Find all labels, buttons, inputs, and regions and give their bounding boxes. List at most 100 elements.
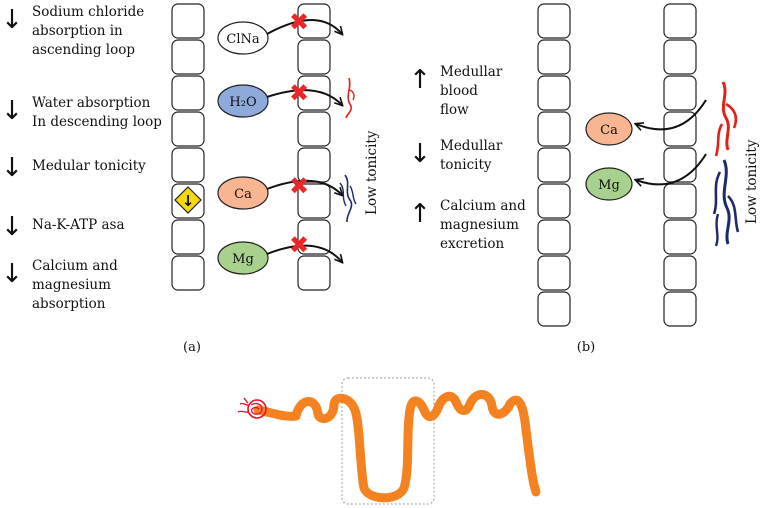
panel-b-left-wall-cell (537, 39, 571, 75)
panel-a: ↓ Sodium chloride absorption in ascending l… (1, 3, 380, 355)
blocked-x-icon: ✖ (289, 231, 309, 259)
ion-ellipse (217, 176, 269, 210)
panel-a-artery-icon (345, 77, 355, 119)
ion-label: ClNa (226, 32, 259, 47)
panel-b-left-wall-cell (537, 183, 571, 219)
panel-b-left-wall-cell (537, 291, 571, 327)
transport-arrow (636, 153, 707, 184)
panel-a-effects-list: ↓ Sodium chloride absorption in ascending l… (1, 4, 162, 312)
panel-a-caption: (a) (183, 340, 201, 355)
glomerulus-icon (237, 397, 267, 419)
panel-a-ions: ClNa ✖ H₂O ✖ Ca✖ Mg ✖ (217, 8, 342, 275)
panel-a-effect-line: Na-K-ATP asa (32, 217, 125, 233)
panel-a-left-wall-cell (171, 39, 205, 75)
panel-a-left-wall-cell (171, 3, 205, 39)
ion-label: Mg (598, 178, 620, 193)
loop-highlight-box (341, 377, 435, 505)
panel-a-right-wall-cell (297, 255, 331, 291)
panel-b-left-wall-cell (537, 147, 571, 183)
panel-a-left-wall-cell (171, 75, 205, 111)
panel-a-ion-clna: ClNa ✖ (217, 8, 342, 55)
panel-a-right-wall-cell (297, 39, 331, 75)
panel-b-artery-icon (714, 81, 738, 157)
panel-a-ion-ca: Ca✖ (217, 172, 342, 210)
ion-label: H₂O (229, 95, 256, 110)
arrow-down-icon: ↓ (1, 259, 23, 289)
panel-b-left-wall-cell (537, 219, 571, 255)
panel-a-right-wall-cell (297, 75, 331, 111)
panel-b-caption: (b) (577, 340, 595, 355)
panel-a-left-wall-cell (171, 255, 205, 291)
panel-a-effect-line: ascending loop (32, 42, 135, 58)
arrow-down-icon: ↓ (1, 96, 23, 126)
ion-ellipse (585, 112, 633, 146)
panel-a-right-wall-cell (297, 183, 331, 219)
panel-b-effect-line: Medullar (440, 64, 503, 80)
nephron-illustration (237, 377, 541, 505)
transport-arrow (266, 89, 342, 105)
panel-a-effect-line: absorption in (32, 23, 123, 39)
panel-b-right-wall-cell (663, 291, 697, 327)
panel-a-effect-item: ↓ Sodium chloride absorption in ascending l… (1, 4, 144, 58)
panel-b: ↑Medullarbloodflow↓Medullartonicity↑Calc… (409, 3, 760, 355)
arrow-down-icon: ↓ (409, 139, 431, 169)
panel-b-left-wall-cell (537, 3, 571, 39)
panel-b-effect-line: tonicity (440, 157, 492, 173)
panel-a-effect-line: In descending loop (32, 114, 162, 130)
panel-b-right-wall-cell (663, 39, 697, 75)
arrow-up-icon: ↑ (409, 199, 431, 229)
ion-label: Mg (232, 252, 254, 267)
panel-a-vein-icon (339, 174, 357, 223)
panel-b-right-wall-cell (663, 255, 697, 291)
panel-a-ion-ho: H₂O ✖ (217, 79, 342, 118)
panel-b-low-tonicity-label: Low tonicity (744, 139, 760, 224)
ion-ellipse (217, 21, 269, 55)
panel-b-right-wall-cell (663, 147, 697, 183)
ion-ellipse (217, 84, 269, 118)
panel-b-tubule-wall-left (537, 3, 571, 327)
panel-b-effect-line: blood (440, 83, 478, 99)
panel-a-effect-line: Sodium chloride (32, 4, 144, 20)
blocked-x-icon: ✖ (289, 79, 309, 107)
panel-b-ion-ca: Ca (585, 99, 707, 146)
arrow-down-icon: ↓ (1, 5, 23, 35)
panel-b-effect-line: magnesium (440, 217, 519, 233)
tubule-path (253, 390, 541, 503)
panel-a-effect-item: ↓Medular tonicity (1, 153, 146, 183)
panel-a-effect-line: absorption (32, 296, 106, 312)
panel-a-effect-item: ↓ Na-K-ATP asa (1, 212, 124, 242)
arrow-down-icon: ↓ (1, 212, 23, 242)
panel-b-effect-line: excretion (440, 236, 504, 252)
panel-b-effect-item: ↓ Medullar tonicity (409, 138, 503, 173)
panel-a-left-wall-cell (171, 219, 205, 255)
panel-a-left-wall-cell (171, 147, 205, 183)
transport-arrow (266, 244, 342, 262)
panel-a-effect-line: Calcium and (32, 258, 118, 274)
ion-label: Ca (234, 187, 252, 202)
ion-ellipse (585, 167, 633, 201)
panel-b-right-wall-cell (663, 3, 697, 39)
panel-a-left-wall-cell (171, 111, 205, 147)
inhibitor-arrow-glyph: ↓ (182, 192, 195, 210)
panel-b-effect-line: Medullar (440, 138, 503, 154)
panel-a-effect-item: ↓ Water absorption In descending loop (1, 95, 162, 130)
ion-ellipse (217, 241, 269, 275)
panel-b-left-wall-cell (537, 75, 571, 111)
panel-b-ion-mg: Mg (585, 153, 707, 201)
panel-b-right-wall-cell (663, 219, 697, 255)
ion-label: Ca (600, 123, 618, 138)
panel-b-effects-list: ↑Medullarbloodflow↓Medullartonicity↑Calc… (409, 64, 526, 252)
panel-a-effect-line: Water absorption (32, 95, 151, 111)
panel-b-left-wall-cell (537, 255, 571, 291)
panel-b-effect-line: Calcium and (440, 198, 526, 214)
panel-b-effect-item: ↑ Calcium and magnesium excretion (409, 198, 526, 252)
blocked-x-icon: ✖ (289, 8, 309, 36)
transport-arrow (636, 99, 707, 129)
panel-a-right-wall-cell (297, 111, 331, 147)
panel-a-tubule-wall-right (297, 3, 331, 291)
panel-b-right-wall-cell (663, 75, 697, 111)
transport-arrow (266, 179, 342, 195)
